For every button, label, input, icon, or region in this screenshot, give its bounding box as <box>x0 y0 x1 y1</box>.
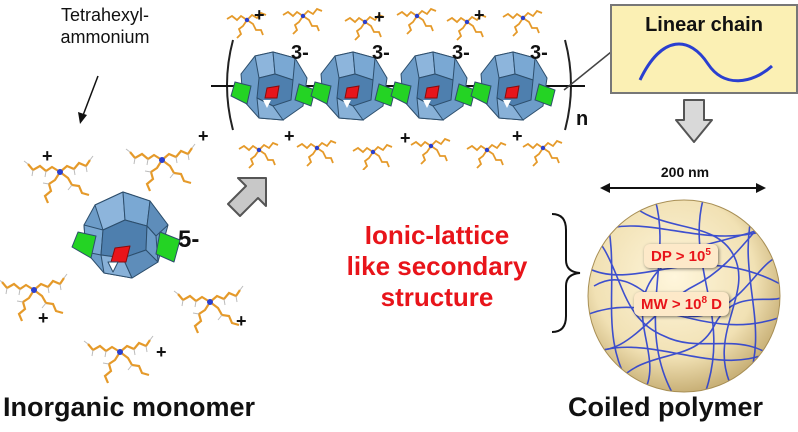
repeat-subscript: n <box>576 108 589 130</box>
chain-charge: 3- <box>291 42 309 64</box>
assembly-arrow <box>227 177 267 217</box>
linear-chain-label: Linear chain <box>645 14 763 36</box>
cation-charge: + <box>474 5 485 25</box>
monomer-title: Inorganic monomer <box>3 392 256 422</box>
ammonium-cation <box>172 284 245 335</box>
dp-exponent: 5 <box>705 247 711 258</box>
ammonium-cation <box>82 334 155 385</box>
dp-badge: DP > 105 <box>644 244 718 268</box>
mw-exponent: 8 <box>701 295 707 306</box>
cation-charge: + <box>198 126 209 146</box>
cation-charge: + <box>254 5 265 25</box>
ammonium-cation <box>22 154 95 205</box>
monomer-charge: 5- <box>178 226 200 253</box>
cation-charge: + <box>236 311 247 331</box>
polyoxometalate-monomer <box>71 191 181 279</box>
size-scale-arrow <box>600 183 766 193</box>
cation-charge: + <box>284 126 295 146</box>
dp-text: DP > 10 <box>651 248 706 265</box>
monomer-graphic <box>0 75 245 385</box>
chain-charge: 3- <box>530 42 548 64</box>
cation-charge: + <box>38 308 49 328</box>
chain-charge: 3- <box>452 42 470 64</box>
coiling-arrow <box>675 99 713 143</box>
size-label: 200 nm <box>660 164 710 180</box>
chain-charge: 3- <box>372 42 390 64</box>
secondary-structure-label: Ionic-lattice like secondary structure <box>322 220 552 313</box>
callout-line <box>563 47 617 91</box>
mw-text: MW > 10 <box>641 296 702 313</box>
secondary-line1: Ionic-lattice <box>364 220 510 250</box>
counterion-label: Tetrahexyl- ammonium <box>40 4 170 48</box>
cation-charge: + <box>42 146 53 166</box>
counterion-label-line2: ammonium <box>60 27 150 47</box>
cation-charge: + <box>374 7 385 27</box>
linear-chain-curve <box>638 42 774 83</box>
mw-unit: D <box>707 296 722 313</box>
secondary-line2: like secondary <box>346 251 528 281</box>
counterion-label-line1: Tetrahexyl- <box>60 5 150 25</box>
ammonium-cation <box>124 142 197 193</box>
polymer-title: Coiled polymer <box>568 392 764 422</box>
ammonium-cation <box>0 272 69 323</box>
cation-charge: + <box>400 128 411 148</box>
mw-badge: MW > 108 D <box>634 292 729 316</box>
curly-brace <box>551 213 581 333</box>
cation-charge: + <box>512 126 523 146</box>
cation-charge: + <box>156 342 167 362</box>
secondary-line3: structure <box>380 282 494 312</box>
linear-chain-box: Linear chain <box>610 4 798 94</box>
